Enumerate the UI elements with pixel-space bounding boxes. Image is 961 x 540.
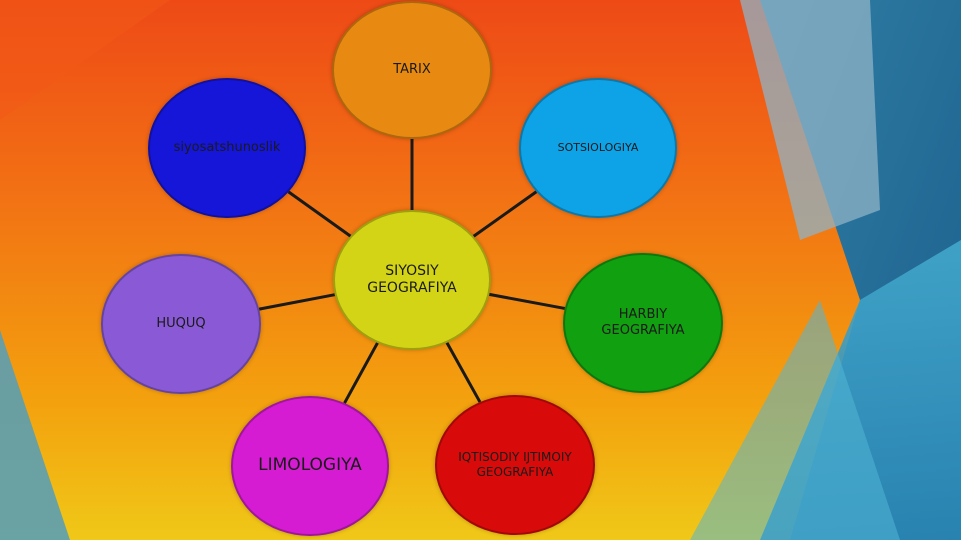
connector-siyosatshunoslik: [287, 190, 352, 238]
node-limologiya: LIMOLOGIYA: [231, 396, 389, 536]
node-center: SIYOSIY GEOGRAFIYA: [333, 210, 491, 350]
node-label-center: SIYOSIY GEOGRAFIYA: [367, 262, 457, 297]
connector-huquq: [258, 293, 336, 311]
node-label-siyosatshunoslik: siyosatshunoslik: [173, 139, 281, 155]
node-label-iqtisodiy: IQTISODIY IJTIMOIY GEOGRAFIYA: [458, 450, 572, 479]
connector-sotsiologiya: [472, 190, 538, 238]
node-sotsiologiya: SOTSIOLOGIYA: [519, 78, 677, 218]
node-label-sotsiologiya: SOTSIOLOGIYA: [557, 141, 639, 155]
node-tarix: TARIX: [332, 1, 492, 139]
node-siyosatshunoslik: siyosatshunoslik: [148, 78, 306, 218]
node-huquq: HUQUQ: [101, 254, 261, 394]
connector-limologiya: [343, 342, 379, 404]
node-label-huquq: HUQUQ: [156, 315, 206, 331]
teal-corner-left: [0, 330, 70, 540]
node-label-harbiy: HARBIY GEOGRAFIYA: [601, 306, 685, 338]
node-label-tarix: TARIX: [393, 61, 431, 77]
node-harbiy: HARBIY GEOGRAFIYA: [563, 253, 723, 393]
connector-harbiy: [489, 292, 566, 310]
light-panel-top: [740, 0, 880, 240]
node-label-limologiya: LIMOLOGIYA: [258, 455, 362, 476]
node-iqtisodiy: IQTISODIY IJTIMOIY GEOGRAFIYA: [435, 395, 595, 535]
connector-iqtisodiy: [445, 342, 482, 403]
